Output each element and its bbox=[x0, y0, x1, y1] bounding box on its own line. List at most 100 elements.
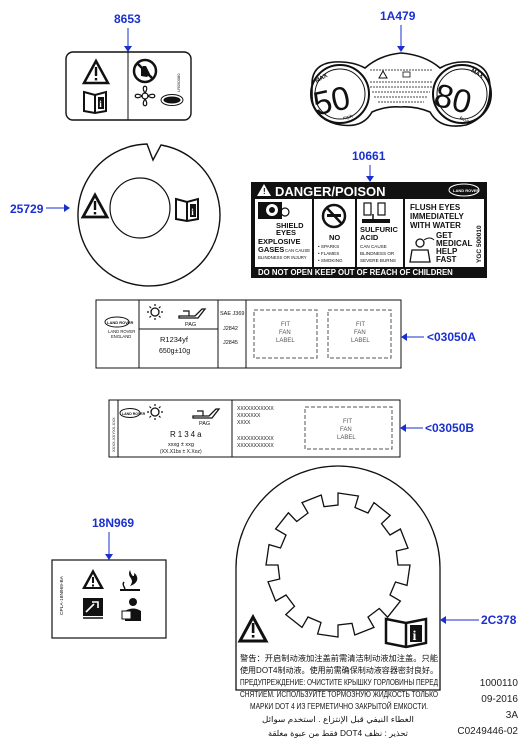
info-line-1: 1000110 bbox=[479, 678, 518, 689]
col3-line-0: SULFURIC bbox=[360, 225, 398, 234]
danger-title: DANGER/POISON bbox=[275, 184, 386, 199]
code-text: YGC 500010 bbox=[476, 225, 483, 263]
col4-line-2: WITH WATER bbox=[410, 221, 461, 230]
book-icon: i bbox=[83, 90, 107, 115]
fit-line-0: FIT bbox=[343, 419, 352, 425]
callout-03050A[interactable]: <03050A bbox=[427, 330, 476, 344]
sae1-text: SAE J369 bbox=[220, 311, 244, 317]
fit-line-1: FAN bbox=[340, 427, 352, 433]
label-03050A: LAND ROVER LAND ROVER ENGLAND PAG R1234y… bbox=[95, 299, 476, 369]
svg-text:LR050080: LR050080 bbox=[176, 73, 181, 92]
svg-text:LAND ROVER: LAND ROVER bbox=[107, 320, 134, 325]
callout-03050B[interactable]: <03050B bbox=[425, 421, 474, 435]
svg-text:i: i bbox=[413, 629, 417, 644]
col1-line-3: GASES bbox=[258, 245, 284, 254]
callout-18N969[interactable]: 18N969 bbox=[92, 516, 134, 530]
fit2-line-2: LABEL bbox=[351, 338, 370, 344]
col4-line-5: HELP bbox=[436, 247, 458, 256]
fit1-line-1: FAN bbox=[279, 330, 291, 336]
warning-line-6: فقط من عبوة مغلقة DOT4 تحذير : نظف bbox=[268, 729, 408, 738]
fit2-line-0: FIT bbox=[356, 322, 365, 328]
col3-line-3: BLINDNESS OR bbox=[360, 251, 395, 256]
amount-text: xxxg ± xxg bbox=[168, 442, 194, 448]
fit2-line-1: FAN bbox=[354, 330, 366, 336]
warning-line-3: СНЯТИЕМ. ИСПОЛЬЗУЙТЕ ТОРМОЗНУЮ ЖИДКОСТЬ … bbox=[240, 690, 438, 699]
svg-text:!: ! bbox=[263, 187, 266, 196]
warning-icon bbox=[81, 58, 111, 85]
book-icon: i bbox=[384, 617, 428, 649]
col3-line-1: ACID bbox=[360, 233, 379, 242]
land-rover-logo-icon: LAND ROVER bbox=[119, 408, 146, 418]
col2-line-2: • FLAMES bbox=[318, 251, 339, 256]
info-line-3: 3A bbox=[505, 710, 518, 721]
label-25729: 25729 i bbox=[10, 143, 221, 287]
land-rover-logo-icon bbox=[160, 94, 184, 106]
fit1-line-2: LABEL bbox=[276, 338, 295, 344]
col2-line-1: • SPARKS bbox=[318, 244, 339, 249]
info-line-4: C0249446-02 bbox=[457, 726, 518, 737]
label-8653: 8653 i bbox=[65, 12, 192, 121]
pag-text: PAG bbox=[199, 421, 210, 427]
warning-icon bbox=[80, 192, 110, 219]
oil-can-icon bbox=[192, 408, 221, 419]
svg-text:i: i bbox=[99, 99, 102, 109]
fan-icon bbox=[134, 85, 156, 107]
col4-line-4: MEDICAL bbox=[436, 239, 473, 248]
svg-text:LAND ROVER: LAND ROVER bbox=[453, 188, 480, 193]
refrigerant-text: R134a bbox=[170, 430, 204, 439]
unit-left-text: mph bbox=[342, 114, 353, 122]
cap-cog-outline bbox=[265, 492, 411, 638]
warning-line-0: 警告：开启制动液加注盖前需清洁制动液加注盖。只能 bbox=[240, 653, 438, 663]
speed-left-value: 50 bbox=[310, 78, 354, 122]
code-text: CPLA-18N969-BA bbox=[59, 575, 65, 615]
oil-can-icon bbox=[178, 308, 207, 319]
callout-10661[interactable]: 10661 bbox=[352, 149, 386, 163]
pag-text: PAG bbox=[185, 322, 196, 328]
x-line-1: XXXXXXX bbox=[237, 413, 261, 419]
col4-line-6: FAST bbox=[436, 255, 457, 264]
no-smoking-icon bbox=[321, 203, 347, 229]
refrigerant-text: R1234yf bbox=[160, 335, 189, 344]
amount-text: 650g±10g bbox=[159, 348, 190, 355]
speed-right-value: 80 bbox=[431, 76, 476, 121]
land-rover-logo-icon: LAND ROVER bbox=[448, 183, 480, 197]
col4-line-0: FLUSH EYES bbox=[410, 203, 461, 212]
warning-line-1: 使用DOT4制动液。使用前需确保制动液容器密封良好。 bbox=[240, 665, 438, 675]
svg-text:i: i bbox=[191, 207, 194, 217]
callout-2C378[interactable]: 2C378 bbox=[481, 613, 517, 627]
col2-line-0: NO bbox=[329, 233, 340, 242]
unit-right-text: km/h bbox=[458, 115, 471, 126]
cap-outline bbox=[265, 492, 411, 638]
warning-line-5: الغطاء النيفي قبل الإنتزاع . استخدم سوائ… bbox=[262, 715, 414, 724]
label-18N969: 18N969 CPLA-18N969-BA bbox=[51, 516, 167, 639]
flame-icon bbox=[120, 570, 140, 591]
callout-25729[interactable]: 25729 bbox=[10, 202, 44, 216]
eye-shield-icon bbox=[258, 202, 290, 219]
svg-text:LAND ROVER: LAND ROVER bbox=[122, 412, 146, 416]
eye-wash-icon bbox=[409, 237, 435, 263]
no-touch-icon bbox=[132, 58, 158, 84]
callout-1A479[interactable]: 1A479 bbox=[380, 9, 416, 23]
max-right-text: MAX bbox=[470, 68, 485, 80]
col1-line-2: EXPLOSIVE bbox=[258, 237, 301, 246]
sun-icon bbox=[147, 404, 163, 420]
label-03050B: XXXX-XXYXX-XXX LAND ROVER PAG R134a xxxg… bbox=[108, 399, 474, 458]
col1-line-4: BLINDNESS OR INJURY bbox=[258, 255, 307, 260]
x-line-3: XXXXXXXXXXX bbox=[237, 436, 274, 442]
label-10661: 10661 ! DANGER/POISON LAND ROVER SHIELD … bbox=[251, 149, 487, 278]
label-1A479: 1A479 50 MAX mph 80 MAX km/h bbox=[310, 9, 492, 127]
label-2C378: 2C378 i 警告：开启制动液加注盖前需清洁制动液加注盖。只能 使用DOT4制… bbox=[235, 465, 517, 738]
callout-8653[interactable]: 8653 bbox=[114, 12, 141, 26]
sae2-text: J2842 bbox=[223, 326, 238, 332]
service-manual-icon bbox=[83, 598, 103, 619]
middle-fine-print bbox=[370, 69, 432, 103]
book-icon: i bbox=[175, 197, 199, 223]
col3-line-4: SEVERE BURNS bbox=[360, 258, 396, 263]
col4-line-1: IMMEDIATELY bbox=[410, 212, 464, 221]
col1-line-1: EYES bbox=[276, 228, 296, 237]
col2-line-3: • SMOKING bbox=[318, 258, 343, 263]
amount2-text: (XX.X1bs ± X.Xoz) bbox=[160, 449, 202, 455]
warning-icon bbox=[237, 613, 269, 643]
warning-line-4: МАРКИ DOT 4 ИЗ ГЕРМЕТИЧНО ЗАКРЫТОЙ ЕМКОС… bbox=[250, 702, 428, 711]
